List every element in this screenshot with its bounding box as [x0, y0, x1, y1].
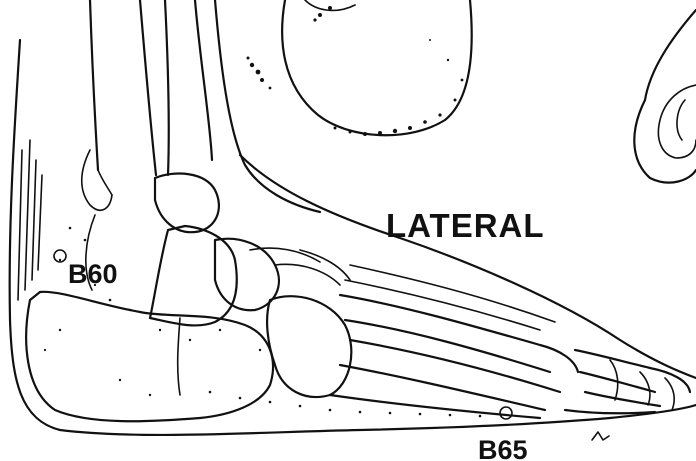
acupoint-b65-label: B65 [478, 435, 528, 461]
stippling-sole [44, 227, 481, 418]
acupoint-b60-label: B60 [68, 259, 118, 289]
metatarsal-bones [330, 265, 578, 418]
talus-bone [82, 150, 237, 325]
toe-bones [565, 350, 690, 413]
achilles-tendon [18, 140, 42, 300]
finger-outline [634, 10, 696, 183]
calcaneus-bone [26, 292, 273, 421]
small-mark [592, 432, 609, 440]
view-label: LATERAL [386, 207, 545, 244]
upper-leg-bone-outline [247, 0, 472, 136]
stippling-knee [247, 6, 464, 136]
